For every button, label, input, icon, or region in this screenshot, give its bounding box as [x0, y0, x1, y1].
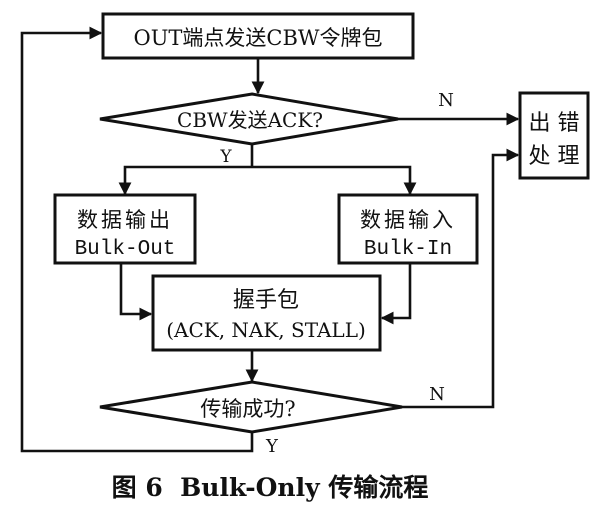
- node-handshake: 握手包 (ACK, NAK, STALL): [151, 274, 382, 352]
- node-cbw-ack-label: CBW发送ACK?: [177, 108, 323, 132]
- node-bulk-in-label-line2: Bulk-In: [364, 238, 452, 261]
- edge-label-cbw-yes: Y: [219, 147, 232, 167]
- edge-bulk-in-to-handshake: [380, 263, 412, 325]
- edge-label-success-yes: Y: [265, 436, 279, 457]
- figure-caption: 图 6 Bulk-Only 传输流程: [112, 473, 429, 502]
- node-bulk-in: 数据输入 Bulk-In: [337, 193, 479, 265]
- edge-label-success-no: N: [429, 384, 445, 405]
- node-bulk-in-label-line1: 数据输入: [360, 208, 456, 232]
- node-start-label: OUT端点发送CBW令牌包: [133, 26, 382, 50]
- edge-success-yes-to-start: [20, 26, 254, 453]
- edge-cbw-ack-yes-to-bulk-out: [118, 165, 252, 196]
- edge-cbw-ack-yes-to-bulk-in: [252, 165, 417, 196]
- edge-label-cbw-no: N: [438, 90, 454, 111]
- edge-success-no-to-error: [402, 148, 520, 409]
- node-bulk-out-label-line1: 数据输出: [77, 208, 173, 232]
- node-start: OUT端点发送CBW令牌包: [101, 12, 415, 60]
- node-bulk-out-label-line2: Bulk-Out: [75, 238, 176, 261]
- node-success-label: 传输成功?: [200, 397, 295, 421]
- node-error: 出 错 处 理: [518, 91, 590, 180]
- node-error-label-line2: 处 理: [529, 144, 580, 169]
- edge-bulk-out-to-handshake: [119, 263, 153, 321]
- node-cbw-ack: CBW发送ACK?: [99, 92, 399, 146]
- node-handshake-label-line2: (ACK, NAK, STALL): [166, 318, 366, 342]
- node-success: 传输成功?: [99, 380, 403, 434]
- node-handshake-label-line1: 握手包: [233, 288, 299, 313]
- node-error-label-line1: 出 错: [529, 111, 580, 136]
- node-bulk-out: 数据输出 Bulk-Out: [53, 193, 197, 265]
